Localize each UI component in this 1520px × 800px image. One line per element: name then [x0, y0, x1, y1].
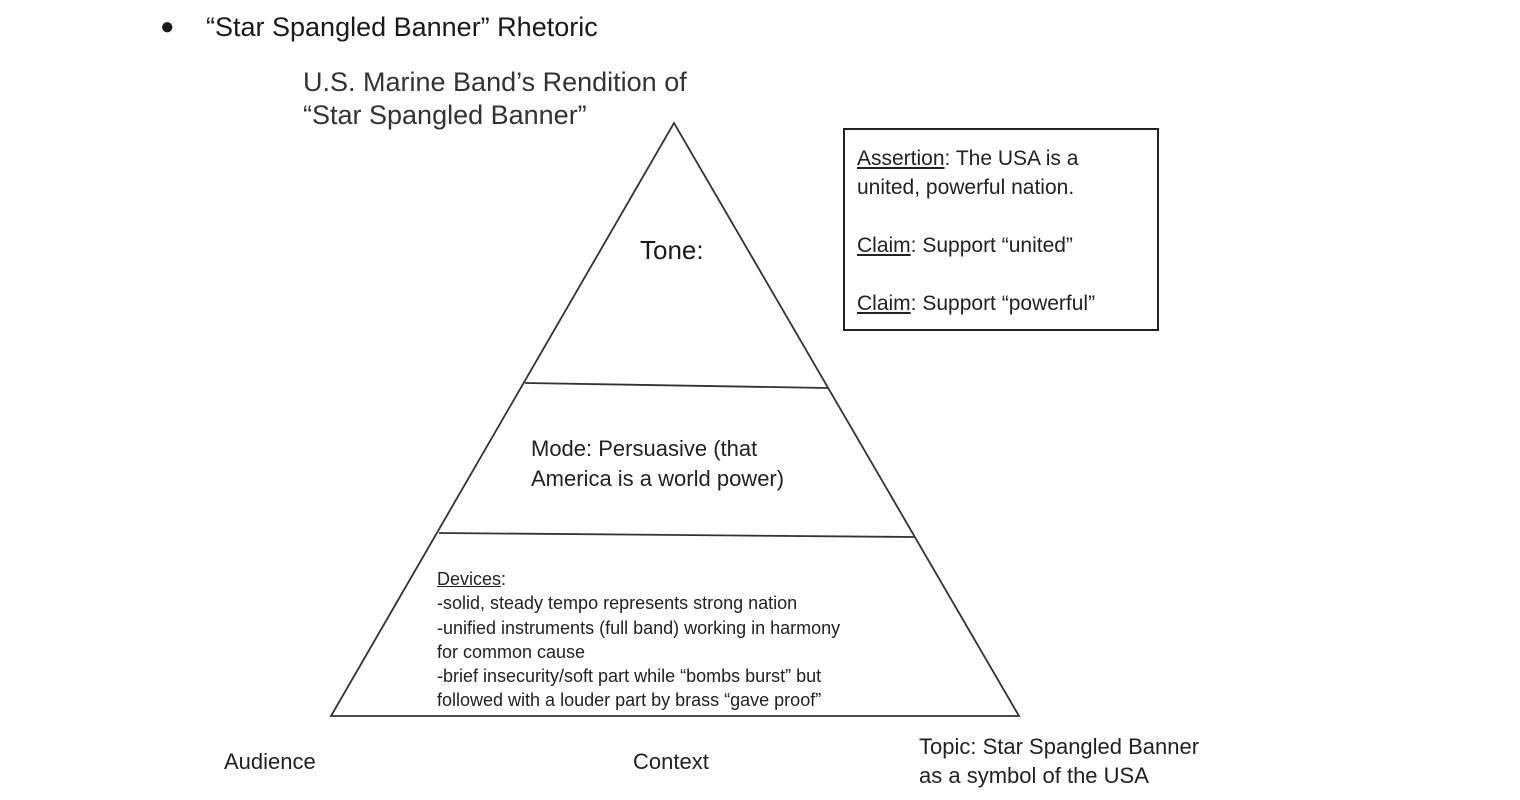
claim-powerful: Claim: Support “powerful”: [857, 289, 1157, 318]
audience-label: Audience: [224, 749, 316, 774]
devices-line-3: for common cause: [437, 641, 586, 662]
pyramid-devices-text: Devices: -solid, steady tempo represents…: [437, 567, 840, 713]
mode-line-1: Mode: Persuasive (that: [531, 436, 758, 461]
devices-heading: Devices:: [437, 567, 840, 591]
pyramid-title: U.S. Marine Band’s Rendition of “Star Sp…: [303, 66, 687, 132]
pyramid-divider-upper: [524, 382, 829, 389]
claim-text-1: : Support “united”: [910, 234, 1073, 257]
devices-line-4: -brief insecurity/soft part while “bombs…: [437, 666, 822, 687]
pyramid-title-line-1: U.S. Marine Band’s Rendition of: [303, 67, 687, 97]
devices-colon: :: [501, 569, 507, 589]
claim-united: Claim: Support “united”: [857, 231, 1157, 260]
box-spacer-1: [857, 202, 1157, 231]
pyramid-divider-lower: [438, 532, 915, 538]
mode-line-2: America is a world power): [531, 466, 785, 491]
pyramid-title-line-2: “Star Spangled Banner”: [303, 100, 587, 130]
assertion-line-1: Assertion: The USA is a: [857, 144, 1157, 173]
claim-text-2: : Support “powerful”: [910, 292, 1096, 315]
pyramid-mode-text: Mode: Persuasive (that America is a worl…: [531, 434, 784, 494]
box-spacer-2: [857, 260, 1157, 289]
pyramid-tone-label: Tone:: [640, 235, 704, 265]
devices-line-2: -unified instruments (full band) working…: [437, 617, 841, 638]
assertion-claim-box: Assertion: The USA is a united, powerful…: [843, 128, 1159, 331]
claim-label-2: Claim: [857, 292, 911, 315]
assertion-line-2: united, powerful nation.: [857, 176, 1075, 199]
topic-line-1: Topic: Star Spangled Banner: [919, 734, 1200, 759]
topic-line-2: as a symbol of the USA: [919, 763, 1149, 788]
devices-label: Devices: [437, 569, 502, 589]
claim-label-1: Claim: [857, 234, 911, 257]
topic-label: Topic: Star Spangled Banner as a symbol …: [919, 732, 1199, 790]
devices-line-5: followed with a louder part by brass “ga…: [437, 690, 822, 711]
assertion-label: Assertion: [857, 147, 945, 170]
assertion-text-1: : The USA is a: [944, 147, 1079, 170]
page-heading: “Star Spangled Banner” Rhetoric: [206, 12, 598, 42]
bullet-icon: ●: [160, 13, 175, 40]
context-label: Context: [633, 749, 709, 774]
devices-line-1: -solid, steady tempo represents strong n…: [437, 593, 798, 614]
pyramid-outline: [329, 121, 1021, 717]
